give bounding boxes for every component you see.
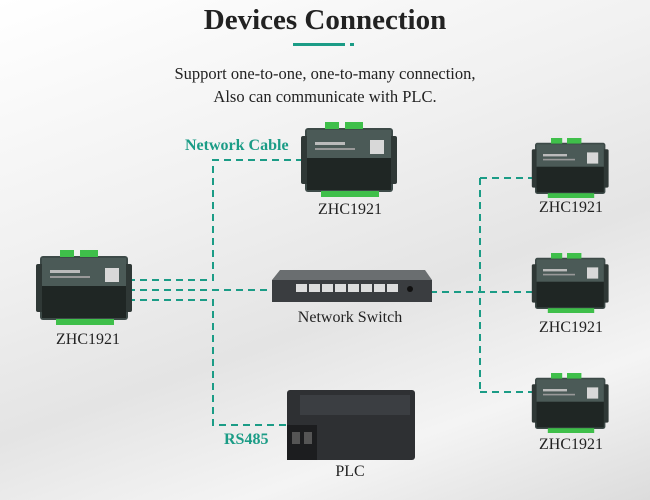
device-label: ZHC1921 (539, 199, 603, 216)
plc (287, 390, 415, 460)
device-label: ZHC1921 (539, 436, 603, 453)
plc-label: PLC (335, 463, 365, 480)
device-right-1 (531, 138, 609, 198)
subtitle-line-1: Support one-to-one, one-to-many connecti… (174, 64, 476, 83)
page-title: Devices Connection (203, 4, 447, 36)
rs485-line (128, 299, 290, 426)
subtitle-line-2: Also can communicate with PLC. (213, 87, 437, 106)
connection-lines (128, 159, 535, 426)
device-label: ZHC1921 (539, 319, 603, 336)
switch-label: Network Switch (297, 309, 403, 326)
device-label: ZHC1921 (56, 331, 120, 348)
title-underline (293, 43, 345, 46)
device-label: ZHC1921 (318, 201, 382, 218)
device-left (36, 250, 132, 325)
device-right-2 (531, 253, 609, 313)
network-cable-label: Network Cable (185, 137, 289, 154)
device-top (301, 122, 397, 197)
rs485-label: RS485 (224, 431, 269, 448)
network-switch (272, 270, 432, 302)
device-right-3 (531, 373, 609, 433)
network-cable-line (128, 159, 305, 281)
